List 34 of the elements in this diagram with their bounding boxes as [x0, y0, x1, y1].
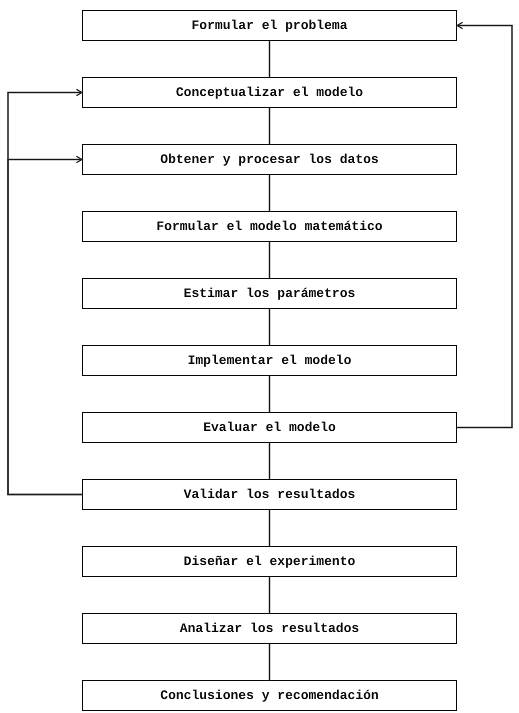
feedback-arrow: [456, 22, 513, 428]
connector-line: [268, 108, 270, 144]
step-label: Formular el modelo matemático: [156, 219, 383, 234]
process-box: [82, 278, 457, 309]
process-box: [82, 211, 457, 242]
step-label: Conclusiones y recomendación: [160, 688, 379, 703]
connector-line: [268, 41, 270, 77]
step-label: Conceptualizar el modelo: [176, 85, 364, 100]
connector-line: [268, 376, 270, 412]
feedback-arrow: [7, 156, 83, 496]
connector-line: [268, 309, 270, 345]
process-box: [82, 77, 457, 108]
step-label: Estimar los parámetros: [184, 286, 356, 301]
connector-line: [268, 644, 270, 680]
process-box: [82, 144, 457, 175]
process-box: [82, 479, 457, 510]
connector-line: [268, 242, 270, 278]
connector-line: [268, 577, 270, 613]
process-box: [82, 10, 457, 41]
step-label: Obtener y procesar los datos: [160, 152, 379, 167]
process-box: [82, 345, 457, 376]
process-box: [82, 412, 457, 443]
connector-line: [268, 175, 270, 211]
step-label: Evaluar el modelo: [203, 420, 336, 435]
connector-line: [268, 443, 270, 479]
step-label: Implementar el modelo: [188, 353, 352, 368]
process-box: [82, 613, 457, 644]
process-box: [82, 546, 457, 577]
connector-line: [268, 510, 270, 546]
step-label: Formular el problema: [191, 18, 348, 33]
process-box: [82, 680, 457, 711]
step-label: Diseñar el experimento: [184, 554, 356, 569]
step-label: Analizar los resultados: [180, 621, 360, 636]
step-label: Validar los resultados: [184, 487, 356, 502]
